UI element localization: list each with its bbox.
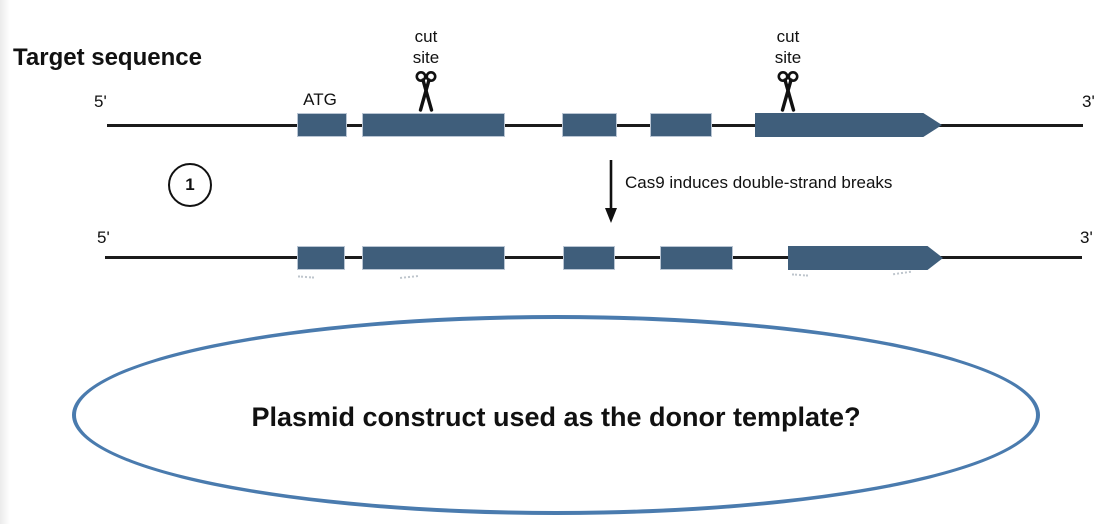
page-title: Target sequence: [13, 44, 202, 71]
top-strand-5prime-label: 5': [94, 92, 107, 111]
bottom-exon-4: [660, 246, 733, 270]
bottom-strand-3prime-label: 3': [1080, 228, 1093, 247]
cut-site-2-word1: cut: [776, 27, 800, 46]
speckle-artifact: [297, 275, 315, 279]
question-ellipse: Plasmid construct used as the donor temp…: [72, 315, 1040, 515]
cut-site-label-2: cut site: [756, 26, 820, 68]
top-exon-4: [650, 113, 712, 137]
atg-label: ATG: [303, 90, 337, 109]
cut-site-2-word2: site: [774, 48, 802, 67]
bottom-exon-2: [362, 246, 505, 270]
question-text: Plasmid construct used as the donor temp…: [251, 401, 861, 432]
step-number-badge: 1: [168, 163, 212, 207]
bottom-exon-3: [563, 246, 615, 270]
scissors-icon: [415, 71, 437, 112]
scissors-icon: [777, 71, 799, 112]
bottom-strand-5prime-label: 5': [97, 228, 110, 247]
bottom-exon-1: [297, 246, 345, 270]
cut-site-1-word2: site: [412, 48, 440, 67]
top-exon-2: [362, 113, 505, 137]
top-exon-1: [297, 113, 347, 137]
top-strand-3prime-label: 3': [1082, 92, 1095, 111]
speckle-artifact: [791, 273, 809, 277]
down-arrow-icon: [605, 160, 617, 223]
speckle-artifact: [892, 270, 912, 276]
step-number: 1: [185, 175, 195, 194]
left-edge-shade: [0, 0, 10, 524]
top-exon-3: [562, 113, 617, 137]
cut-site-1-word1: cut: [414, 27, 438, 46]
cut-site-label-1: cut site: [394, 26, 458, 68]
top-exon-5-arrow: [755, 113, 942, 137]
speckle-artifact: [399, 275, 419, 279]
bottom-exon-5-arrow: [788, 246, 943, 270]
cas9-caption: Cas9 induces double-strand breaks: [625, 173, 893, 192]
